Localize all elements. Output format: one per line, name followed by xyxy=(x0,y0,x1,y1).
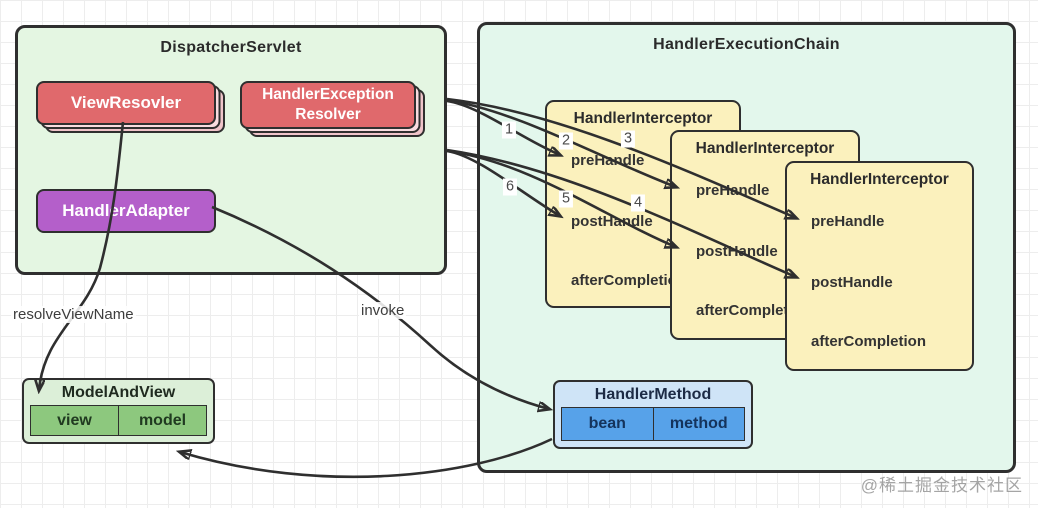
step-number-3: 3 xyxy=(620,130,636,148)
dispatcher-servlet-title: DispatcherServlet xyxy=(160,39,302,56)
method-cell: method xyxy=(652,408,744,440)
view-resolver-box: ViewResovler xyxy=(36,81,225,133)
handler-interceptor-title: HandlerInterceptor xyxy=(695,140,835,157)
handler-method-title: HandlerMethod xyxy=(594,386,712,403)
handler-interceptor-box-3: HandlerInterceptor preHandle postHandle … xyxy=(785,161,974,371)
model-and-view-cells: view model xyxy=(30,405,207,436)
resolve-view-name-label: resolveViewName xyxy=(11,306,136,323)
posthandle-label: postHandle xyxy=(571,213,653,230)
view-resolver-label: ViewResovler xyxy=(70,93,182,112)
step-number-4: 4 xyxy=(630,194,646,212)
handler-method-box: HandlerMethod bean method xyxy=(553,380,753,449)
prehandle-label: preHandle xyxy=(696,182,770,199)
view-resolver-face: ViewResovler xyxy=(36,81,216,125)
handler-adapter-face: HandlerAdapter xyxy=(36,189,216,233)
aftercompletion-label: afterCompletion xyxy=(811,333,927,350)
handler-adapter-label: HandlerAdapter xyxy=(62,201,190,220)
handler-interceptor-title: HandlerInterceptor xyxy=(573,110,713,127)
handler-exception-resolver-face: HandlerException Resolver xyxy=(240,81,416,129)
handler-exception-resolver-label-line1: HandlerException xyxy=(262,86,394,103)
handler-execution-chain-title: HandlerExecutionChain xyxy=(653,36,840,53)
bean-cell: bean xyxy=(562,408,653,440)
step-number-1: 1 xyxy=(501,121,517,139)
handler-adapter-box: HandlerAdapter xyxy=(36,189,216,233)
step-number-5: 5 xyxy=(558,190,574,208)
view-cell: view xyxy=(31,406,118,435)
posthandle-label: postHandle xyxy=(811,274,893,291)
prehandle-label: preHandle xyxy=(811,213,885,230)
aftercompletion-label: afterCompletion xyxy=(571,272,687,289)
handler-exception-resolver-label-line2: Resolver xyxy=(295,106,361,123)
step-number-6: 6 xyxy=(502,178,518,196)
step-number-2: 2 xyxy=(558,132,574,150)
model-and-view-box: ModelAndView view model xyxy=(22,378,215,444)
handler-method-cells: bean method xyxy=(561,407,745,441)
dispatcher-servlet-box: DispatcherServlet ViewResovler HandlerEx… xyxy=(15,25,447,275)
handler-interceptor-title: HandlerInterceptor xyxy=(810,171,949,188)
model-cell: model xyxy=(118,406,206,435)
posthandle-label: postHandle xyxy=(696,243,778,260)
aftercompletion-label: afterCompletion xyxy=(696,302,812,319)
model-and-view-title: ModelAndView xyxy=(61,384,176,401)
prehandle-label: preHandle xyxy=(571,152,645,169)
invoke-label: invoke xyxy=(359,302,407,319)
handler-execution-chain-box: HandlerExecutionChain HandlerInterceptor… xyxy=(477,22,1016,473)
watermark-text: @稀土掘金技术社区 xyxy=(860,476,1023,495)
handler-exception-resolver-box: HandlerException Resolver xyxy=(240,81,425,137)
